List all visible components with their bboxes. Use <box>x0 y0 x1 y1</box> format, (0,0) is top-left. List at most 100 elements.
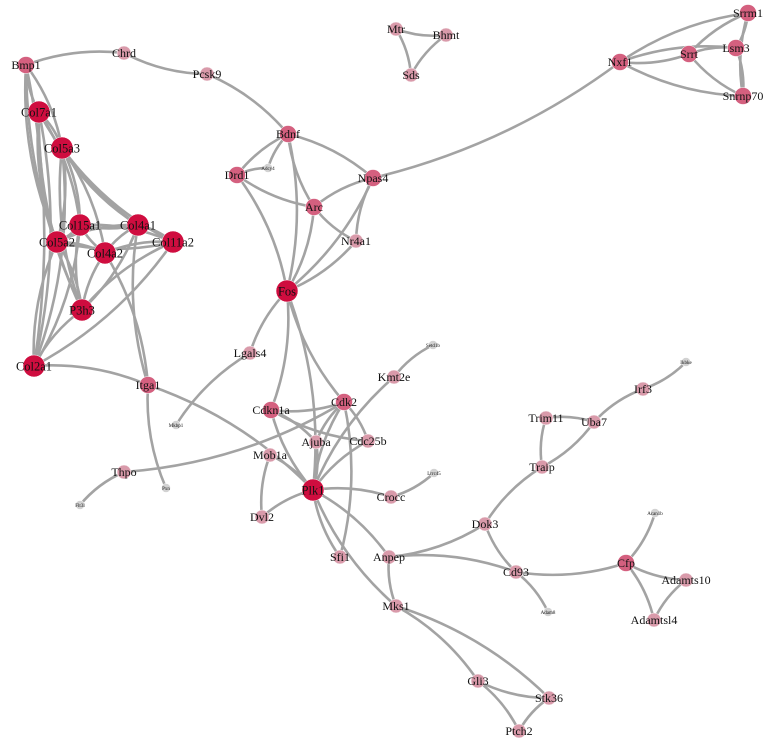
node-circle-snrnp70[interactable] <box>734 87 752 105</box>
node-circle-bdnf[interactable] <box>279 125 297 143</box>
node-circle-dok3[interactable] <box>477 516 493 532</box>
node-circle-srrt[interactable] <box>680 45 698 63</box>
node-bmp1[interactable]: Bmp1 <box>11 56 41 74</box>
node-circle-col15a1[interactable] <box>68 213 92 237</box>
node-circle-col5a3[interactable] <box>50 136 74 160</box>
node-circle-ptch2[interactable] <box>511 723 527 739</box>
node-circle-lrrc45[interactable] <box>429 468 439 478</box>
node-lgals4[interactable]: Lgals4 <box>234 345 267 361</box>
node-acan1b[interactable]: Acan1b <box>647 508 663 518</box>
node-npas4[interactable]: Npas4 <box>358 169 389 187</box>
node-cfp[interactable]: Cfp <box>617 554 635 572</box>
edge-mob1a-dvl2 <box>259 453 272 519</box>
node-circle-col5a2[interactable] <box>45 230 69 254</box>
node-circle-anpep[interactable] <box>381 549 397 565</box>
node-kmt2e[interactable]: Kmt2e <box>378 369 411 385</box>
node-circle-col4a1[interactable] <box>126 213 150 237</box>
node-plk1[interactable]: Plk1 <box>301 478 325 502</box>
node-circle-adamtsl4[interactable] <box>646 612 662 628</box>
edge-itga1-plk1 <box>146 383 315 492</box>
node-itga1[interactable]: Itga1 <box>136 376 161 394</box>
node-circle-nxf1[interactable] <box>611 53 629 71</box>
node-circle-mtr[interactable] <box>388 21 404 37</box>
node-col4a2[interactable]: Col4a2 <box>87 241 123 265</box>
node-adamts10[interactable]: Adamts10 <box>661 572 711 588</box>
node-circle-col11a2[interactable] <box>161 230 185 254</box>
node-circle-plk1[interactable] <box>301 478 325 502</box>
node-circle-traip[interactable] <box>534 459 550 475</box>
node-circle-cdk2[interactable] <box>335 393 353 411</box>
node-bdnf[interactable]: Bdnf <box>276 125 300 143</box>
node-circle-dvl2[interactable] <box>254 509 270 525</box>
edge-bhmt-sds <box>409 33 448 77</box>
node-circle-ikbke[interactable] <box>681 357 691 367</box>
node-circle-pcsk9[interactable] <box>199 66 215 82</box>
node-circle-bhmt[interactable] <box>438 27 454 43</box>
node-circle-chrd[interactable] <box>116 45 132 61</box>
node-circle-lsm3[interactable] <box>727 39 745 57</box>
node-circle-kmt2e[interactable] <box>386 369 402 385</box>
edge-col5a3-col11a2 <box>60 146 175 244</box>
node-adcy4[interactable]: Adcy4 <box>261 163 275 173</box>
node-circle-nr4a1[interactable] <box>348 233 364 249</box>
node-circle-cdkn1a[interactable] <box>262 401 280 419</box>
node-circle-col2a1[interactable] <box>22 354 46 378</box>
edge-dok3-anpep <box>387 522 487 559</box>
node-circle-adamts10[interactable] <box>678 572 694 588</box>
node-circle-fos[interactable] <box>275 279 299 303</box>
node-ptch2[interactable]: Ptch2 <box>505 723 533 739</box>
node-circle-pxn[interactable] <box>161 483 171 493</box>
node-circle-p3h3[interactable] <box>70 298 94 322</box>
node-circle-gli3[interactable] <box>470 673 486 689</box>
node-col5a3[interactable]: Col5a3 <box>44 136 80 160</box>
node-circle-acan1b[interactable] <box>650 508 660 518</box>
edge-kmt2e-plk1 <box>311 375 396 492</box>
node-circle-trim11[interactable] <box>538 410 554 426</box>
node-cdc25b[interactable]: Cdc25b <box>349 433 387 449</box>
node-adamtsl4[interactable]: Adamtsl4 <box>631 612 678 628</box>
node-circle-uba7[interactable] <box>586 414 602 430</box>
edge-bdnf-npas4 <box>286 132 375 180</box>
node-mkbp1[interactable]: Mkbp1 <box>169 420 184 430</box>
node-circle-mks1[interactable] <box>388 598 404 614</box>
node-circle-srrm1[interactable] <box>739 4 757 22</box>
node-circle-stk36[interactable] <box>541 690 557 706</box>
node-circle-cd93[interactable] <box>508 564 524 580</box>
node-circle-npas4[interactable] <box>364 169 382 187</box>
node-circle-irf3[interactable] <box>635 381 651 397</box>
node-circle-crocc[interactable] <box>383 489 399 505</box>
node-mtr[interactable]: Mtr <box>387 21 405 37</box>
node-circle-thpo[interactable] <box>116 464 132 480</box>
node-sds[interactable]: Sds <box>402 67 420 83</box>
node-circle-adam8[interactable] <box>543 607 553 617</box>
node-circle-sds[interactable] <box>403 67 419 83</box>
edge-mks1-gli3 <box>394 604 480 683</box>
node-circle-sfi1[interactable] <box>332 549 348 565</box>
node-circle-setd1b[interactable] <box>428 340 438 350</box>
node-crocc[interactable]: Crocc <box>377 489 406 505</box>
node-irf3[interactable]: Irf3 <box>634 381 652 397</box>
node-circle-arc[interactable] <box>305 198 323 216</box>
node-circle-cfp[interactable] <box>617 554 635 572</box>
node-circle-adcy4[interactable] <box>263 163 273 173</box>
edge-pcsk9-bdnf <box>205 72 290 136</box>
node-adam8[interactable]: Adam8 <box>541 607 556 617</box>
node-dvl2[interactable]: Dvl2 <box>250 509 274 525</box>
node-circle-col7a1[interactable] <box>27 100 51 124</box>
edge-plk1-mks1 <box>311 488 398 608</box>
node-pxn[interactable]: Pxn <box>161 483 171 493</box>
node-circle-cdc25b[interactable] <box>360 433 376 449</box>
node-circle-ajuba[interactable] <box>308 434 324 450</box>
node-circle-col4a2[interactable] <box>93 241 117 265</box>
node-circle-flt3l[interactable] <box>75 500 85 510</box>
node-circle-itga1[interactable] <box>139 376 157 394</box>
edge-col11a2-col2a1 <box>32 240 175 368</box>
node-circle-mkbp1[interactable] <box>171 420 181 430</box>
node-circle-lgals4[interactable] <box>242 345 258 361</box>
node-arc[interactable]: Arc <box>305 198 323 216</box>
node-circle-drd1[interactable] <box>228 166 246 184</box>
node-fos[interactable]: Fos <box>275 279 299 303</box>
node-uba7[interactable]: Uba7 <box>581 414 607 430</box>
node-circle-bmp1[interactable] <box>17 56 35 74</box>
node-circle-mob1a[interactable] <box>262 447 278 463</box>
